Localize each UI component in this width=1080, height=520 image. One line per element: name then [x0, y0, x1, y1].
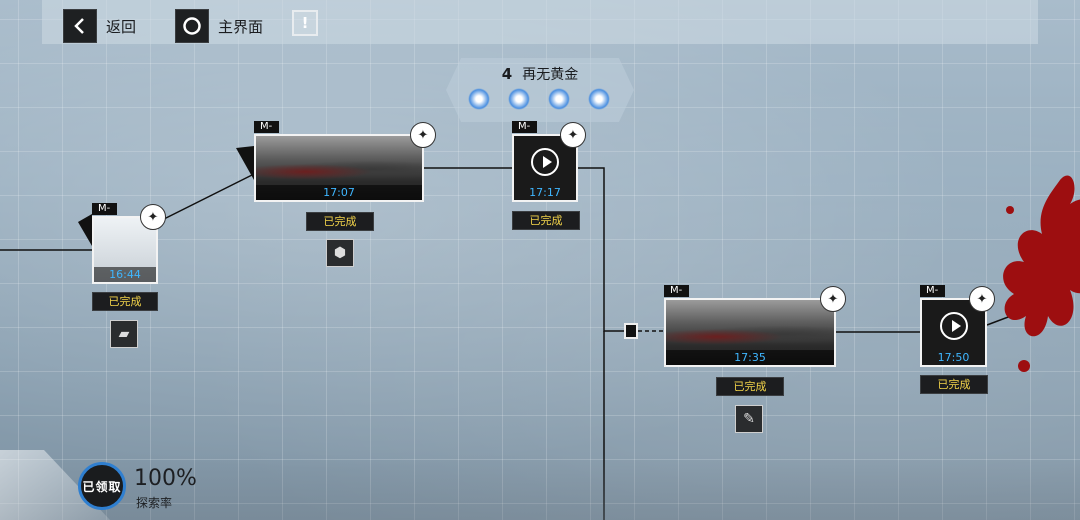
status-badge: 已完成: [716, 377, 784, 396]
blood-splatter: [1003, 175, 1080, 372]
circle-home-icon: [176, 10, 208, 42]
emblem-icon: ✦: [560, 122, 586, 148]
gold-pen-icon[interactable]: ✎: [735, 405, 763, 433]
wing-badge-icon[interactable]: [588, 88, 610, 110]
emblem-icon: ✦: [820, 286, 846, 312]
device-icon[interactable]: ▰: [110, 320, 138, 348]
armor-icon[interactable]: ⬢: [326, 239, 354, 267]
emblem-icon: ✦: [969, 286, 995, 312]
play-icon: [939, 312, 968, 340]
status-badge: 已完成: [92, 292, 158, 311]
exploration-percent: 100%: [134, 466, 197, 491]
chevron-left-icon: [64, 10, 96, 42]
spiral-badge-icon[interactable]: [468, 88, 490, 110]
chapter-number: 4: [501, 65, 513, 83]
stage-id: M-14: [920, 285, 945, 308]
bottom-strip: [0, 454, 1080, 520]
status-badge: 已完成: [512, 211, 580, 230]
status-badge: 已完成: [306, 212, 374, 231]
emblem-icon: ✦: [410, 122, 436, 148]
stage-thumbnail[interactable]: 17:07: [254, 134, 424, 202]
stage-id: M-11: [254, 121, 279, 144]
stage-thumbnail[interactable]: 17:50: [920, 298, 987, 367]
route-junction: [624, 323, 638, 339]
claimed-button[interactable]: 已领取: [78, 462, 126, 510]
back-label: 返回: [106, 17, 137, 36]
play-icon: [531, 147, 559, 176]
home-label: 主界面: [218, 17, 264, 36]
top-bar: [42, 0, 1038, 44]
exploration-label: 探索率: [136, 496, 173, 510]
stage-time: 16:44: [94, 267, 156, 282]
stage-id: M-13: [664, 285, 689, 308]
stage-time: 17:50: [937, 351, 970, 364]
stage-thumbnail[interactable]: 16:44: [92, 216, 158, 284]
exclamation-icon[interactable]: !: [292, 10, 318, 36]
chapter-badges: [468, 88, 610, 110]
emblem-icon: ✦: [140, 204, 166, 230]
chapter-header: 4 再无黄金: [446, 58, 634, 122]
back-button[interactable]: 返回: [64, 10, 136, 42]
chapter-name: 再无黄金: [522, 67, 579, 83]
chapter-title: 4 再无黄金: [446, 64, 634, 84]
home-button[interactable]: 主界面: [176, 10, 263, 42]
stage-time: 17:17: [529, 186, 561, 199]
status-badge: 已完成: [920, 375, 988, 394]
stage-time: 17:07: [256, 185, 422, 200]
stage-time: 17:35: [666, 350, 834, 365]
triad-badge-icon[interactable]: [508, 88, 530, 110]
shards-badge-icon[interactable]: [548, 88, 570, 110]
stage-thumbnail[interactable]: 17:35: [664, 298, 836, 367]
stage-id: M-12: [512, 121, 537, 144]
stage-id: M-10: [92, 203, 117, 226]
